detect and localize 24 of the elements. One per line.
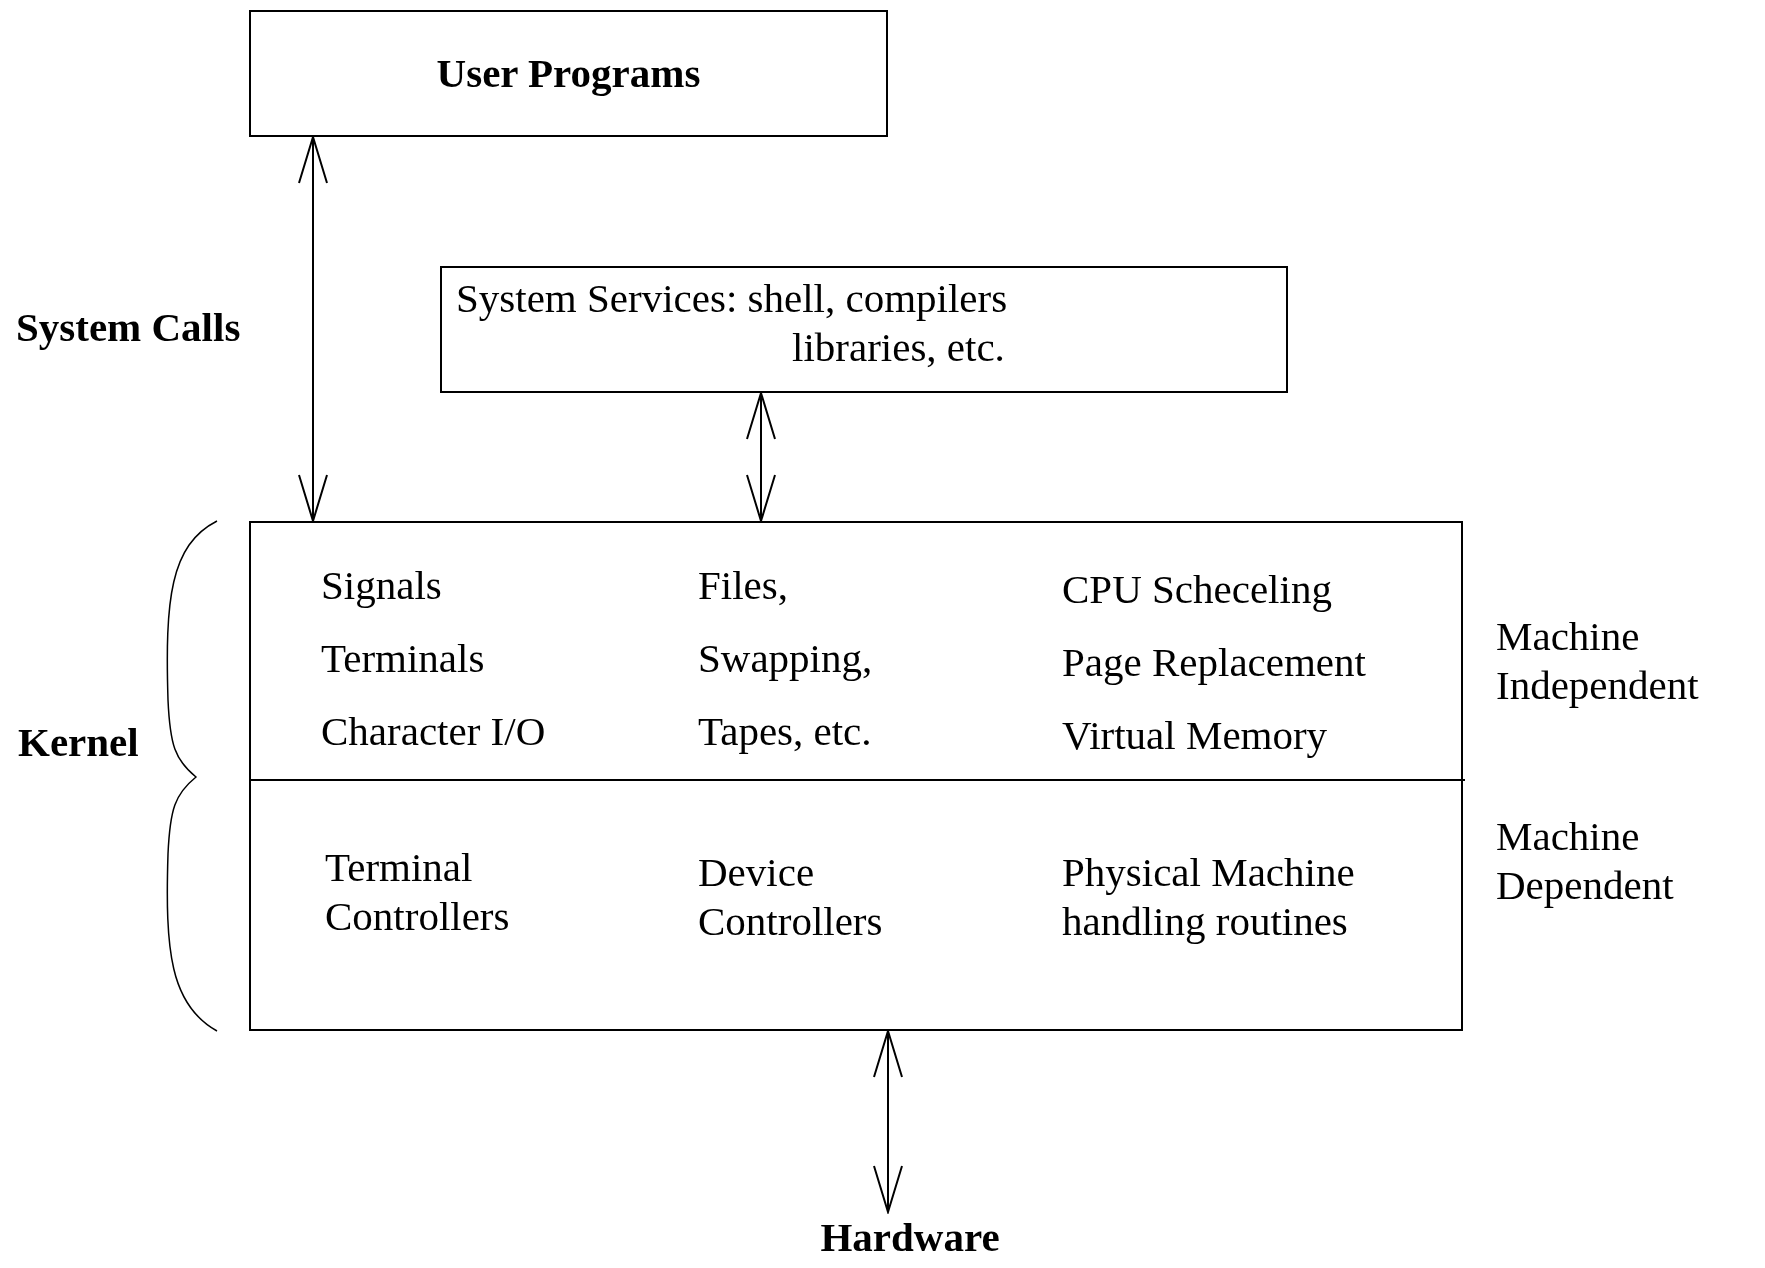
layer-text: Device Controllers bbox=[698, 848, 884, 947]
layer-text: Terminal Controllers bbox=[325, 843, 511, 942]
double-arrow bbox=[746, 392, 776, 522]
layer-text: Files, bbox=[698, 561, 788, 610]
layer-text: Character I/O bbox=[321, 707, 546, 756]
layer-text: Terminals bbox=[321, 634, 485, 683]
double-arrow bbox=[873, 1030, 903, 1213]
layer-text: Signals bbox=[321, 561, 442, 610]
side-label: Machine Dependent bbox=[1496, 812, 1675, 911]
side-label: Kernel bbox=[18, 718, 139, 767]
layer-text: Swapping, bbox=[698, 634, 873, 683]
layer-text: User Programs bbox=[435, 48, 702, 98]
layer-box bbox=[440, 266, 1288, 393]
layer-text: System Services: shell, compilers libraries, etc. bbox=[456, 274, 1009, 373]
double-arrow bbox=[298, 136, 328, 522]
process-box bbox=[249, 521, 1463, 1031]
layer-text: Tapes, etc. bbox=[698, 707, 872, 756]
layer-box bbox=[249, 10, 888, 137]
layer-text: CPU Scheceling bbox=[1062, 565, 1332, 614]
side-label: Machine Independent bbox=[1496, 612, 1700, 711]
layer-text: Page Replacement bbox=[1062, 638, 1366, 687]
layer-text: Virtual Memory bbox=[1062, 711, 1328, 760]
layer-text: Hardware bbox=[819, 1213, 1001, 1263]
layer-text: Physical Machine handling routines bbox=[1062, 848, 1356, 947]
